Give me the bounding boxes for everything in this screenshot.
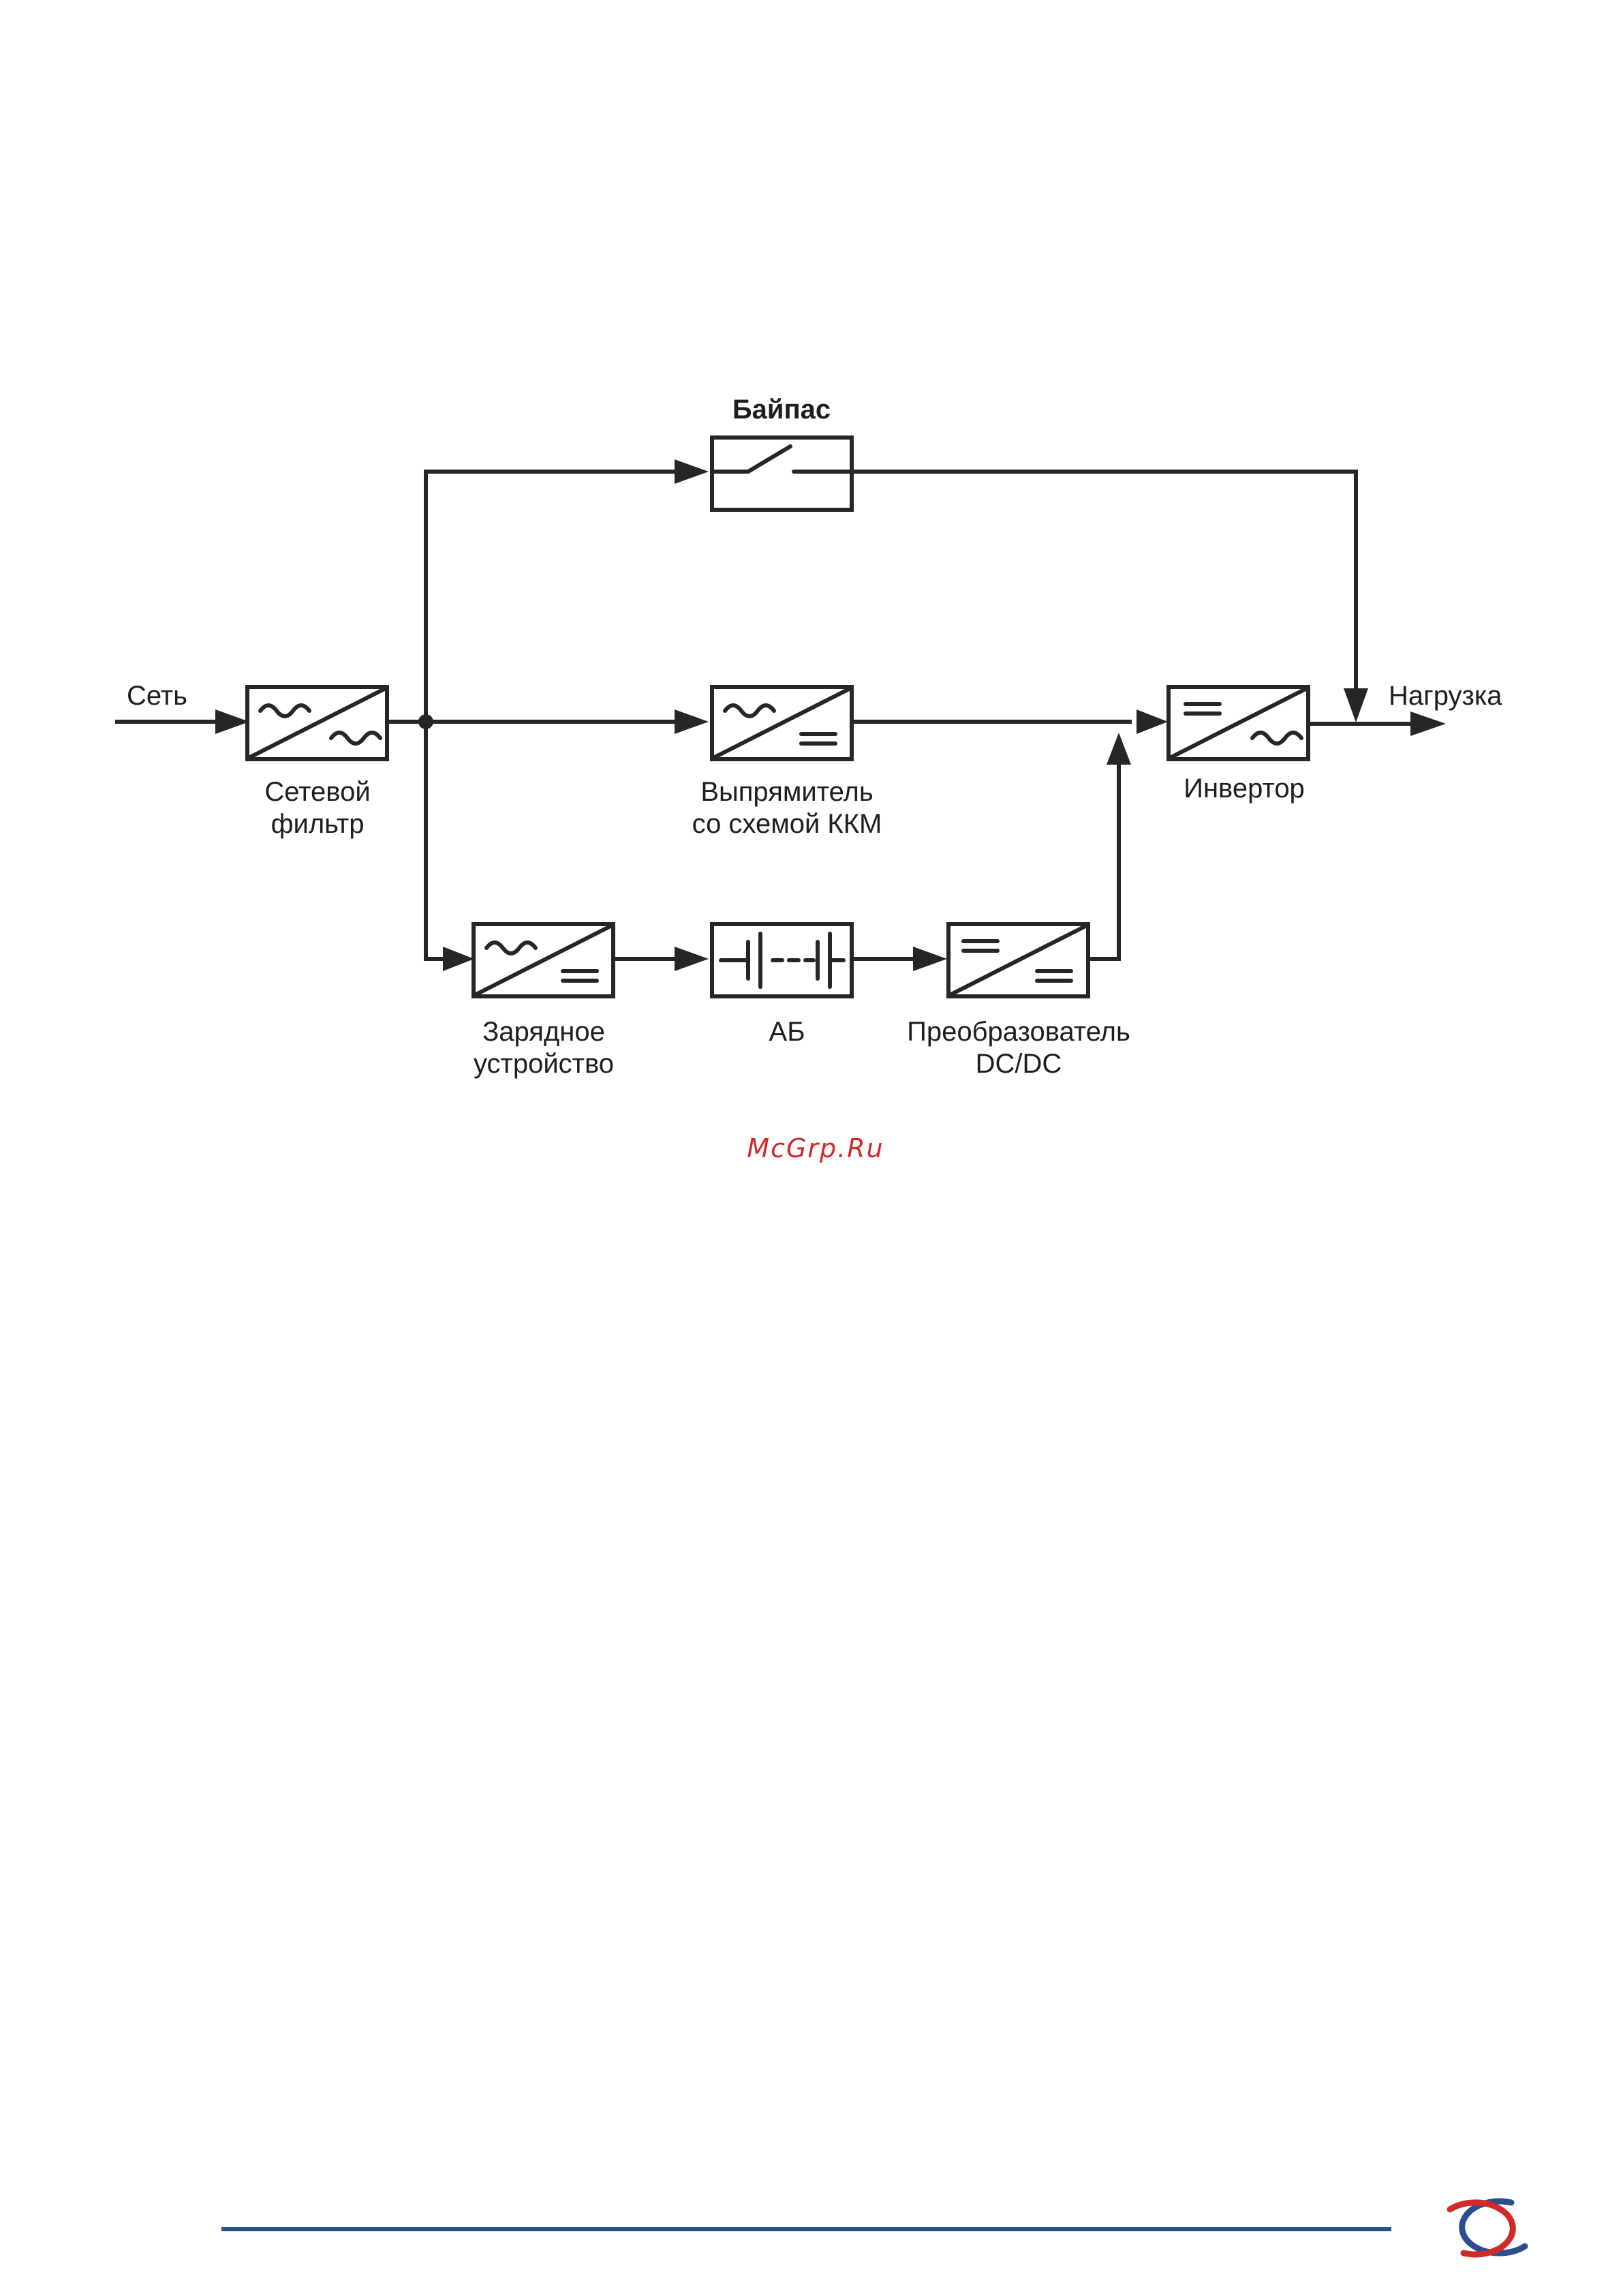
arrow-bypass-to-load <box>1344 688 1368 722</box>
charger-label-line2: устройство <box>474 1049 614 1079</box>
arrow-to-load <box>1410 711 1446 736</box>
dcdc-converter-block <box>948 924 1088 996</box>
charger-label-line1: Зарядное <box>482 1017 605 1047</box>
inverter-block <box>1169 687 1308 759</box>
junction-dot <box>418 714 433 729</box>
battery-label: АБ <box>769 1017 805 1047</box>
filter-block <box>247 687 387 759</box>
output-label: Нагрузка <box>1389 681 1502 711</box>
arrow-into-inverter <box>1137 709 1168 734</box>
charger-block <box>474 924 613 996</box>
arrow-up-to-inverter <box>1107 733 1131 765</box>
rectifier-block <box>712 687 852 759</box>
filter-label-line2: фильтр <box>271 809 365 839</box>
bypass-output-wire <box>852 472 1356 688</box>
bypass-label: Байпас <box>732 395 831 425</box>
logo-icon <box>1450 2201 1525 2254</box>
arrow-into-rectifier <box>675 709 709 734</box>
inverter-label: Инвертор <box>1184 774 1305 803</box>
arrow-into-converter <box>913 947 947 971</box>
watermark: McGrp.Ru <box>747 1133 884 1163</box>
converter-label-line2: DC/DC <box>976 1049 1062 1079</box>
converter-to-inverter-wire <box>1088 753 1119 959</box>
battery-block <box>712 924 852 996</box>
filter-label-line1: Сетевой <box>264 777 370 807</box>
arrow-into-battery <box>675 947 709 971</box>
arrow-into-bypass <box>675 459 709 484</box>
arrow-into-charger <box>443 947 474 971</box>
charger-feed-wire <box>426 722 453 959</box>
converter-label-line1: Преобразователь <box>907 1017 1130 1047</box>
rectifier-label-line2: со схемой ККМ <box>692 809 882 839</box>
rectifier-label-line1: Выпрямитель <box>700 777 873 807</box>
arrow-into-filter <box>215 709 249 734</box>
bypass-block <box>712 438 852 510</box>
bypass-feed-wire <box>426 472 685 722</box>
input-label: Сеть <box>127 681 187 711</box>
